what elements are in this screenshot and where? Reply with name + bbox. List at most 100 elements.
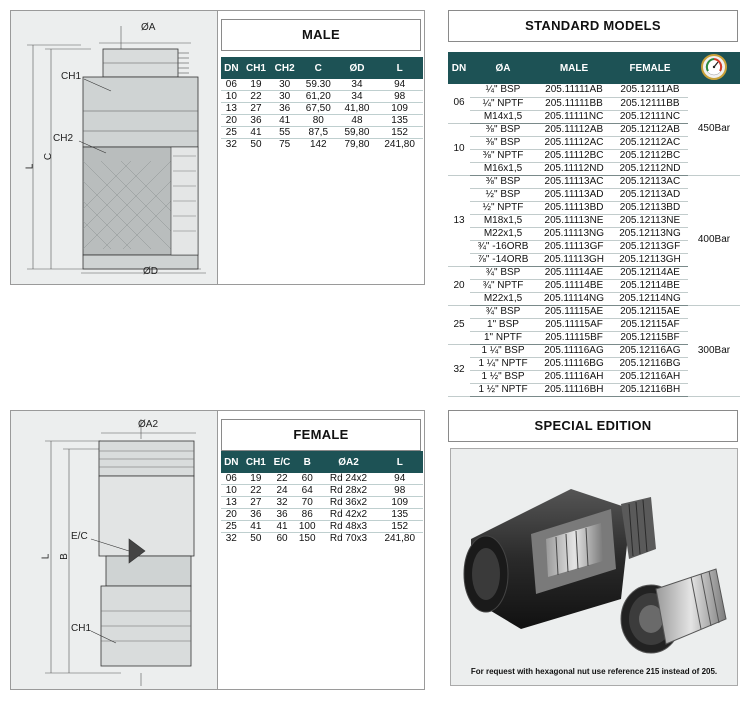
male-dim-a-label: ØA	[141, 22, 156, 33]
table-cell: 06	[221, 473, 242, 485]
table-cell: ½" BSP	[470, 188, 536, 202]
table-cell: 205.11115AF	[536, 318, 612, 332]
table-cell: 205.12116BH	[612, 383, 688, 397]
table-cell: 205.11113AD	[536, 188, 612, 202]
table-cell: 36	[241, 508, 271, 521]
special-edition-panel: SPECIAL EDITION	[448, 410, 740, 690]
special-edition-title: SPECIAL EDITION	[448, 410, 738, 442]
table-cell: 41	[241, 126, 271, 139]
male-dim-c-label: C	[43, 152, 55, 161]
pressure-gauge-icon	[688, 52, 740, 84]
table-cell: 205.11113NG	[536, 227, 612, 241]
special-edition-note: For request with hexagonal nut use refer…	[470, 667, 718, 676]
table-cell: 27	[241, 496, 271, 509]
table-cell: 205.11113BD	[536, 201, 612, 215]
female-col-3: B	[293, 451, 321, 473]
table-cell: 34	[337, 90, 377, 103]
table-cell: 205.11111AB	[536, 84, 612, 98]
table-cell: 25	[221, 126, 242, 139]
quick-coupling-render	[463, 489, 727, 654]
table-cell: 205.12111NC	[612, 110, 688, 124]
table-cell: 205.11112ND	[536, 162, 612, 176]
table-cell: Rd 48x3	[320, 520, 377, 533]
table-cell: 205.11114BE	[536, 279, 612, 293]
table-cell: M22x1,5	[470, 292, 536, 306]
table-cell: 1 ¼" NPTF	[470, 357, 536, 371]
models-dn-cell: 25	[448, 305, 470, 345]
male-connector-drawing	[27, 26, 206, 274]
table-cell: 109	[376, 102, 423, 115]
table-cell: ¼" NPTF	[470, 97, 536, 111]
table-cell: 94	[376, 473, 423, 485]
table-cell: 205.12112AC	[612, 136, 688, 150]
table-cell: 205.12113GH	[612, 253, 688, 267]
models-dn-cell: 32	[448, 344, 470, 397]
table-cell: 80	[298, 114, 338, 127]
table-cell: 205.11112BC	[536, 149, 612, 163]
models-dn-cell: 06	[448, 84, 470, 124]
table-cell: 205.11111NC	[536, 110, 612, 124]
table-cell: ¾" -16ORB	[470, 240, 536, 254]
female-col-0: DN	[221, 451, 242, 473]
table-cell: Rd 28x2	[320, 484, 377, 497]
table-cell: 1 ¼" BSP	[470, 344, 536, 358]
table-cell: ⅜" BSP	[470, 123, 536, 137]
table-cell: 205.12112ND	[612, 162, 688, 176]
table-cell: 27	[241, 102, 271, 115]
table-cell: 205.11116BH	[536, 383, 612, 397]
table-cell: 205.12112BC	[612, 149, 688, 163]
male-dim-ch2-label: CH2	[53, 133, 74, 144]
models-col-dn: DN	[448, 52, 470, 84]
table-cell: ½" NPTF	[470, 201, 536, 215]
standard-models-title: STANDARD MODELS	[448, 10, 738, 42]
table-cell: 205.11116AH	[536, 370, 612, 384]
pressure-rating-cell: 400Bar	[688, 175, 740, 306]
table-cell: 205.12113GF	[612, 240, 688, 254]
table-cell: 1" NPTF	[470, 331, 536, 345]
table-cell: ¼" BSP	[470, 84, 536, 98]
male-col-0: DN	[221, 57, 242, 79]
models-dn-cell: 10	[448, 123, 470, 176]
table-cell: 205.11115BF	[536, 331, 612, 345]
female-col-4: ØA2	[320, 451, 377, 473]
table-cell: 70	[293, 496, 321, 509]
table-cell: 13	[221, 496, 242, 509]
female-dim-ec-label: E/C	[71, 531, 88, 542]
table-cell: 205.11115AE	[536, 305, 612, 319]
table-cell: ⅜" NPTF	[470, 149, 536, 163]
table-cell: Rd 70x3	[329, 533, 368, 544]
table-cell: 36	[270, 102, 299, 115]
standard-models-panel: STANDARD MODELS DN ØA MALE FEMALE	[448, 10, 740, 397]
male-col-3: C	[298, 57, 338, 79]
female-col-2: E/C	[270, 451, 294, 473]
table-cell: 98	[376, 90, 423, 103]
male-dim-l-label: L	[24, 163, 36, 170]
female-dim-ch1-label: CH1	[71, 623, 92, 634]
table-cell: 205.12114AE	[612, 266, 688, 280]
table-cell: 100	[293, 520, 321, 533]
female-dim-l-label: L	[40, 553, 52, 560]
table-cell: M22x1,5	[470, 227, 536, 241]
models-col-a: ØA	[470, 52, 536, 84]
table-cell: 205.12116AH	[612, 370, 688, 384]
table-cell: 22	[241, 484, 271, 497]
male-col-4: ØD	[337, 57, 377, 79]
table-cell: 94	[376, 79, 423, 91]
